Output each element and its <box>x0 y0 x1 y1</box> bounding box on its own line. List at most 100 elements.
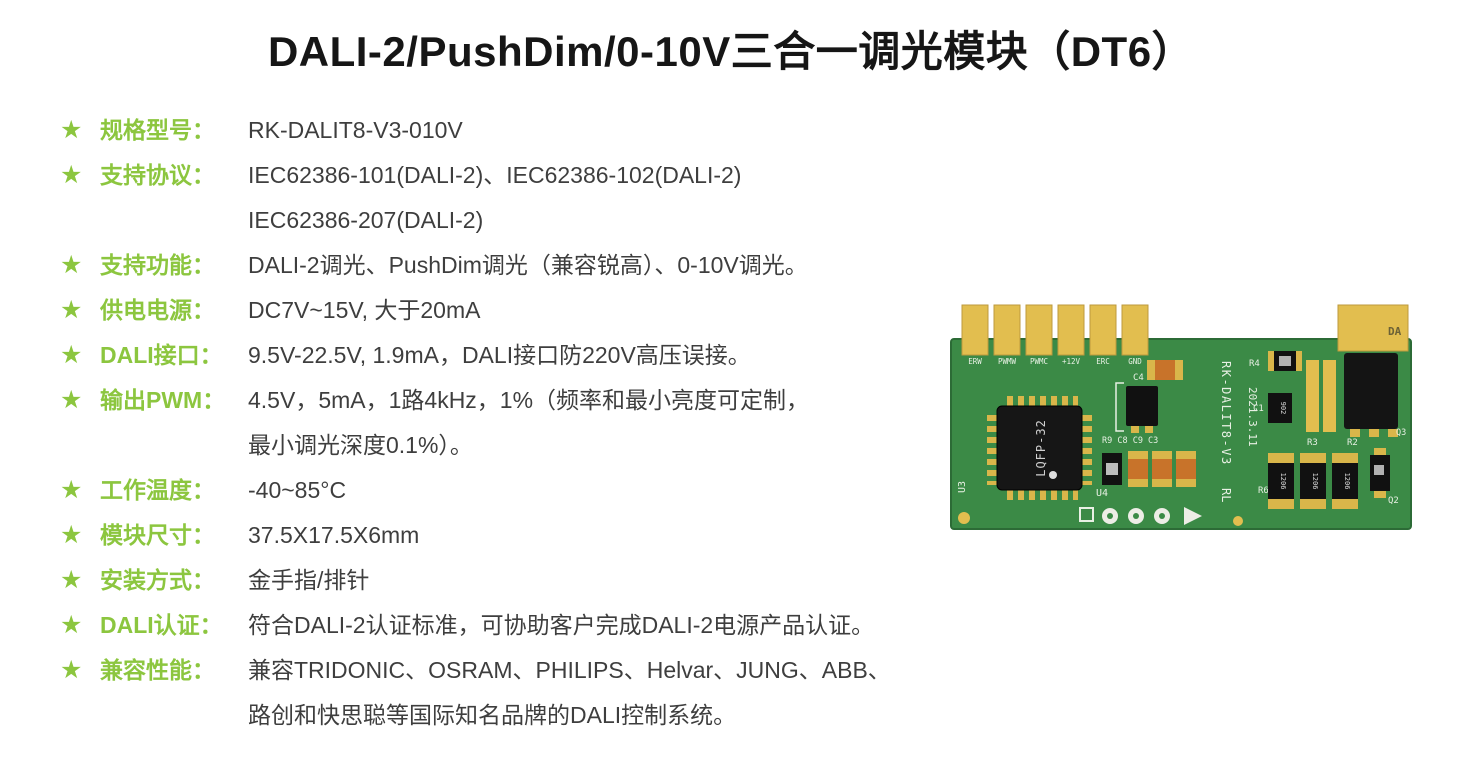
star-icon: ★ <box>60 521 83 549</box>
pcb-photo: ERW PWMW PWMC +12V ERC GND DA LQFP-32 U3… <box>950 303 1412 531</box>
spec-value: 4.5V，5mA，1路4kHz，1%（频率和最小亮度可定制， 最小调光深度0.1… <box>248 378 809 468</box>
pad-label-da: DA <box>1388 325 1402 338</box>
spec-value: -40~85°C <box>248 468 346 513</box>
spec-row-operating-temp: ★ 工作温度： -40~85°C <box>60 468 945 513</box>
resistor-1206-c: 1206 <box>1332 453 1358 509</box>
gold-via <box>958 512 970 524</box>
spec-label: 兼容性能： <box>100 657 215 683</box>
spec-row-dali-cert: ★ DALI认证： 符合DALI-2认证标准，可协助客户完成DALI-2电源产品… <box>60 603 945 648</box>
spec-value-line: RK-DALIT8-V3-010V <box>248 117 463 143</box>
spec-value-line: 兼容TRIDONIC、OSRAM、PHILIPS、Helvar、JUNG、ABB… <box>248 657 891 683</box>
component-q2 <box>1370 448 1390 498</box>
spec-label: DALI认证： <box>100 612 223 638</box>
spec-value: 37.5X17.5X6mm <box>248 513 419 558</box>
transistor-q3 <box>1344 353 1398 437</box>
qfp-chip: LQFP-32 <box>987 396 1092 500</box>
spec-value-line: -40~85°C <box>248 477 347 503</box>
transistor-sot23 <box>1126 386 1158 433</box>
c1-code: 902 <box>1279 402 1287 415</box>
gold-pads-r3-r2 <box>1306 360 1336 432</box>
spec-value-line: 金手指/排针 <box>248 567 370 593</box>
pin-label-erw: ERW <box>968 357 982 366</box>
spec-row-mounting: ★ 安装方式： 金手指/排针 <box>60 558 945 603</box>
spec-value-line: 路创和快思聪等国际知名品牌的DALI控制系统。 <box>248 702 737 728</box>
spec-value-line: 4.5V，5mA，1路4kHz，1%（频率和最小亮度可定制， <box>248 387 810 413</box>
ref-c4: C4 <box>1133 373 1144 383</box>
resistor-1206-b: 1206 <box>1300 453 1326 509</box>
ref-r3: R3 <box>1307 438 1318 448</box>
spec-list: ★ 规格型号： RK-DALIT8-V3-010V ★ 支持协议： IEC623… <box>60 108 945 738</box>
ref-c1: C1 <box>1253 404 1264 414</box>
spec-value-line: 符合DALI-2认证标准，可协助客户完成DALI-2电源产品认证。 <box>248 612 875 638</box>
spec-value: 金手指/排针 <box>248 558 369 603</box>
pin-label-12v: +12V <box>1062 357 1081 366</box>
ref-r6: R6 <box>1258 486 1269 496</box>
spec-row-module-size: ★ 模块尺寸： 37.5X17.5X6mm <box>60 513 945 558</box>
star-icon: ★ <box>60 386 83 414</box>
spec-label: 工作温度： <box>100 477 215 503</box>
passive-row <box>1102 451 1196 487</box>
board-suffix-text: RL <box>1219 488 1233 502</box>
spec-value-line: IEC62386-207(DALI-2) <box>248 207 484 233</box>
spec-value: 兼容TRIDONIC、OSRAM、PHILIPS、Helvar、JUNG、ABB… <box>248 648 891 738</box>
resistor-code: 1206 <box>1311 473 1319 490</box>
ref-u3: U3 <box>957 481 968 493</box>
capacitor-c4-body <box>1155 360 1175 380</box>
pin-label-erc: ERC <box>1096 357 1110 366</box>
spec-label: 安装方式： <box>100 567 215 593</box>
star-icon: ★ <box>60 611 83 639</box>
spec-row-protocol: ★ 支持协议： IEC62386-101(DALI-2)、IEC62386-10… <box>60 153 945 243</box>
spec-value: 9.5V-22.5V, 1.9mA，DALI接口防220V高压误接。 <box>248 333 751 378</box>
spec-label: 支持功能： <box>100 252 215 278</box>
spec-label: 供电电源： <box>100 297 215 323</box>
spec-value-line: 最小调光深度0.1%）。 <box>248 432 473 458</box>
spec-label: 输出PWM： <box>100 387 226 413</box>
pin-label-pwmc: PWMC <box>1030 357 1048 366</box>
board-name-text: RK-DALIT8-V3 <box>1219 361 1233 466</box>
qfp-chip-body <box>996 405 1083 491</box>
spec-value-line: DC7V~15V, 大于20mA <box>248 297 481 323</box>
star-icon: ★ <box>60 251 83 279</box>
star-icon: ★ <box>60 476 83 504</box>
resistor-code: 1206 <box>1343 473 1351 490</box>
spec-value-line: 37.5X17.5X6mm <box>248 522 420 548</box>
spec-value-line: IEC62386-101(DALI-2)、IEC62386-102(DALI-2… <box>248 162 742 188</box>
spec-value: DC7V~15V, 大于20mA <box>248 288 480 333</box>
board-date-text: 2021.3.11 <box>1246 387 1259 447</box>
spec-row-compatibility: ★ 兼容性能： 兼容TRIDONIC、OSRAM、PHILIPS、Helvar、… <box>60 648 945 738</box>
spec-value: RK-DALIT8-V3-010V <box>248 108 463 153</box>
star-icon: ★ <box>60 161 83 189</box>
gold-pad-da <box>1337 304 1409 352</box>
qfp-chip-label: LQFP-32 <box>1034 419 1048 477</box>
spec-label: 支持协议： <box>100 162 215 188</box>
gold-finger-pads <box>961 304 1149 356</box>
star-icon: ★ <box>60 296 83 324</box>
spec-label: DALI接口： <box>100 342 223 368</box>
bottom-pads <box>958 507 1243 526</box>
ref-u4: U4 <box>1096 488 1108 499</box>
star-icon: ★ <box>60 341 83 369</box>
silkscreen-bracket <box>1115 382 1124 432</box>
pin1-dot <box>1049 471 1057 479</box>
spec-value-line: 9.5V-22.5V, 1.9mA，DALI接口防220V高压误接。 <box>248 342 751 368</box>
spec-row-model: ★ 规格型号： RK-DALIT8-V3-010V <box>60 108 945 153</box>
ref-q2: Q2 <box>1388 496 1399 506</box>
resistor-1206-a: 1206 <box>1268 453 1294 509</box>
pin-label-gnd: GND <box>1128 357 1142 366</box>
star-icon: ★ <box>60 656 83 684</box>
spec-value: IEC62386-101(DALI-2)、IEC62386-102(DALI-2… <box>248 153 741 243</box>
component-c1: 902 <box>1268 393 1292 423</box>
star-icon: ★ <box>60 116 83 144</box>
pin-label-pwmw: PWMW <box>998 357 1017 366</box>
ref-r2: R2 <box>1347 438 1358 448</box>
spec-label: 模块尺寸： <box>100 522 215 548</box>
spec-row-pwm-output: ★ 输出PWM： 4.5V，5mA，1路4kHz，1%（频率和最小亮度可定制， … <box>60 378 945 468</box>
silkscreen-triangle <box>1184 507 1202 525</box>
pcb-board-graphic: ERW PWMW PWMC +12V ERC GND DA LQFP-32 U3… <box>950 304 1412 530</box>
ref-r4: R4 <box>1249 359 1260 369</box>
spec-label: 规格型号： <box>100 117 215 143</box>
page-title: DALI-2/PushDim/0-10V三合一调光模块（DT6） <box>267 28 1195 75</box>
spec-row-power: ★ 供电电源： DC7V~15V, 大于20mA <box>60 288 945 333</box>
star-icon: ★ <box>60 566 83 594</box>
